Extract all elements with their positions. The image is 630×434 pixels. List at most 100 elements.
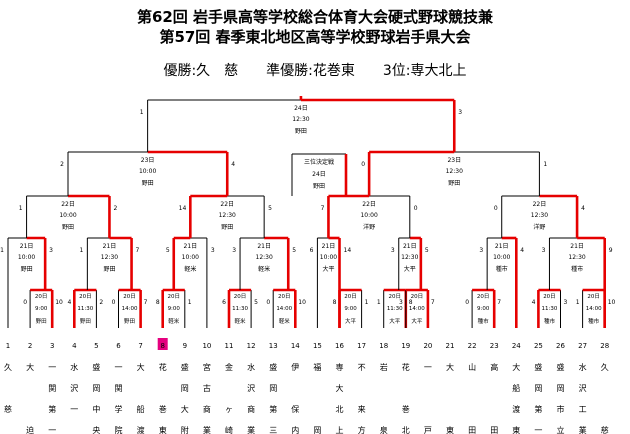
score-right: 10 (298, 299, 306, 306)
match-date: 21日 (103, 243, 117, 250)
team-name-char: 慈 (601, 425, 609, 434)
team-name-char: 崎 (225, 425, 233, 434)
match-venue: 野田 (124, 317, 135, 325)
team-name-char: 沢 (70, 384, 78, 393)
score-left: 8 (156, 299, 160, 306)
team-name-char: 盛 (269, 362, 277, 372)
score-left: 1 (80, 247, 84, 254)
score-left: 3 (391, 247, 395, 254)
team-name-char: 専 (336, 362, 344, 372)
team-name-char: 戸 (424, 426, 432, 434)
team-name-char: 業 (579, 425, 587, 434)
team-name-char: 岡 (181, 384, 189, 393)
match-venue: 洋野 (363, 223, 375, 231)
match-date: 21日 (495, 243, 509, 250)
team-name-char: 迫 (26, 425, 34, 434)
match-date: 24日 (312, 171, 326, 178)
match-date: 20日 (35, 293, 48, 300)
team-number: 1 (6, 342, 10, 350)
match-time: 12:30 (401, 254, 418, 261)
team-name-char: 古 (203, 383, 211, 393)
team-name-char: 市 (557, 404, 565, 414)
match-date: 20日 (411, 293, 424, 300)
team-name-char: 工 (579, 405, 587, 414)
team-name-char: 大 (336, 383, 344, 393)
match-date: 20日 (278, 293, 291, 300)
match-time: 9:00 (344, 306, 357, 312)
results-summary: 優勝:久 慈 準優勝:花巻東 3位:専大北上 (163, 63, 467, 79)
match-time: 10:00 (493, 254, 510, 261)
match-time: 14:00 (122, 306, 138, 312)
team-number: 13 (269, 342, 278, 350)
score-right: 1 (188, 299, 192, 306)
team-name-char: 伊 (291, 362, 299, 372)
team-name-char: 不 (358, 363, 366, 372)
team-name-char: 保 (291, 404, 299, 414)
team-name-char: 業 (247, 425, 255, 434)
match-time: 9:00 (168, 306, 181, 312)
match-date: 21日 (184, 243, 198, 250)
match-time: 11:30 (77, 306, 93, 312)
team-name-char: 船 (512, 383, 520, 393)
match-date: 20日 (123, 293, 136, 300)
team-name-char: 巻 (402, 404, 410, 414)
team-number: 15 (313, 342, 322, 350)
match-time: 12:30 (531, 212, 548, 219)
team-name-char: 商 (203, 404, 211, 414)
score-left: 4 (532, 299, 536, 306)
team-name-char: 第 (269, 404, 277, 414)
team-name-char: 一 (70, 405, 78, 414)
score-right: 9 (609, 247, 613, 254)
match-venue: 野田 (295, 127, 307, 135)
team-name-char: 岩 (380, 362, 388, 372)
team-name-char: 盛 (181, 362, 189, 372)
match-venue: 軽米 (279, 317, 291, 325)
team-number: 7 (138, 342, 142, 350)
match-venue: 種市 (588, 317, 600, 325)
match-date: 23日 (447, 157, 461, 164)
team-number: 28 (600, 342, 609, 350)
match-venue: 大平 (345, 317, 357, 325)
match-date: 22日 (61, 201, 75, 208)
match-time: 12:30 (101, 254, 118, 261)
match-venue: 野田 (62, 223, 74, 231)
score-left: 4 (67, 299, 71, 306)
team-number-highlight (157, 338, 168, 350)
team-name-char: 岡 (92, 384, 100, 393)
match-date: 21日 (570, 243, 584, 250)
team-number: 2 (28, 342, 32, 350)
team-name-char: 高 (490, 362, 498, 372)
match-date: 24日 (294, 105, 308, 112)
team-name-char: 巻 (159, 404, 167, 414)
team-name-char: 来 (358, 405, 366, 414)
score-left: 2 (60, 161, 64, 168)
score-left: 0 (465, 299, 469, 306)
team-name-char: 関 (115, 384, 123, 393)
score-right: 8 (409, 299, 413, 306)
match-venue: 種市 (496, 265, 508, 273)
score-right: 2 (99, 299, 103, 306)
team-number: 6 (116, 342, 121, 350)
team-number: 11 (225, 342, 234, 350)
team-number: 23 (490, 342, 499, 350)
match-venue: 大平 (404, 265, 416, 273)
team-name-char: 田 (490, 426, 498, 434)
score-left: 5 (166, 247, 170, 254)
match-time: 14:00 (276, 306, 292, 312)
team-number: 20 (423, 342, 432, 350)
match-time: 11:30 (387, 306, 403, 312)
score-right: 14 (344, 247, 352, 254)
score-right: 5 (254, 299, 258, 306)
team-number: 22 (468, 342, 477, 350)
match-date: 21日 (322, 243, 336, 250)
score-right: 4 (581, 205, 585, 212)
score-left: 3 (479, 247, 483, 254)
team-number: 24 (512, 342, 521, 350)
team-name-char: 大 (181, 404, 189, 414)
team-name-char: 花 (402, 362, 410, 372)
team-number: 14 (291, 342, 300, 350)
match-venue: 軽米 (235, 317, 247, 325)
score-left: 1 (576, 299, 580, 306)
team-name-char: 大 (446, 362, 454, 372)
match-time: 12:30 (568, 254, 585, 261)
